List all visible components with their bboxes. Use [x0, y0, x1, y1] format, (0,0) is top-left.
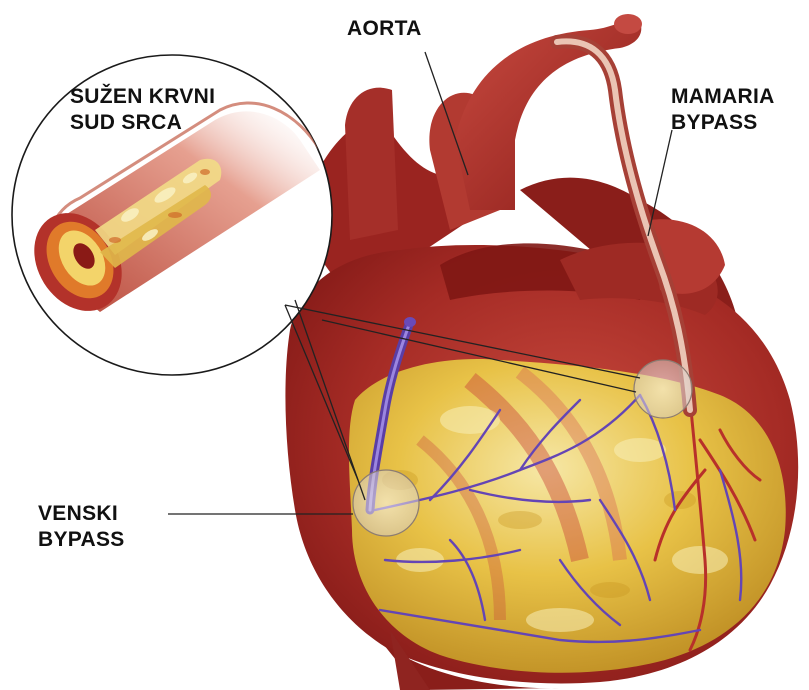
label-mamaria-line2: BYPASS [671, 110, 775, 136]
label-mamaria-line1: MAMARIA [671, 84, 775, 110]
magnifier-venous [353, 470, 419, 536]
label-narrowed-vessel: SUŽEN KRVNI SUD SRCA [70, 84, 215, 136]
label-aorta: AORTA [347, 16, 422, 42]
magnifier-mamaria [634, 360, 692, 418]
label-narrowed-vessel-line1: SUŽEN KRVNI [70, 84, 215, 110]
label-aorta-text: AORTA [347, 16, 422, 42]
label-narrowed-vessel-line2: SUD SRCA [70, 110, 215, 136]
label-venous-line2: BYPASS [38, 527, 125, 553]
label-mamaria-bypass: MAMARIA BYPASS [671, 84, 775, 136]
label-venous-bypass: VENSKI BYPASS [38, 501, 125, 553]
label-venous-line1: VENSKI [38, 501, 125, 527]
